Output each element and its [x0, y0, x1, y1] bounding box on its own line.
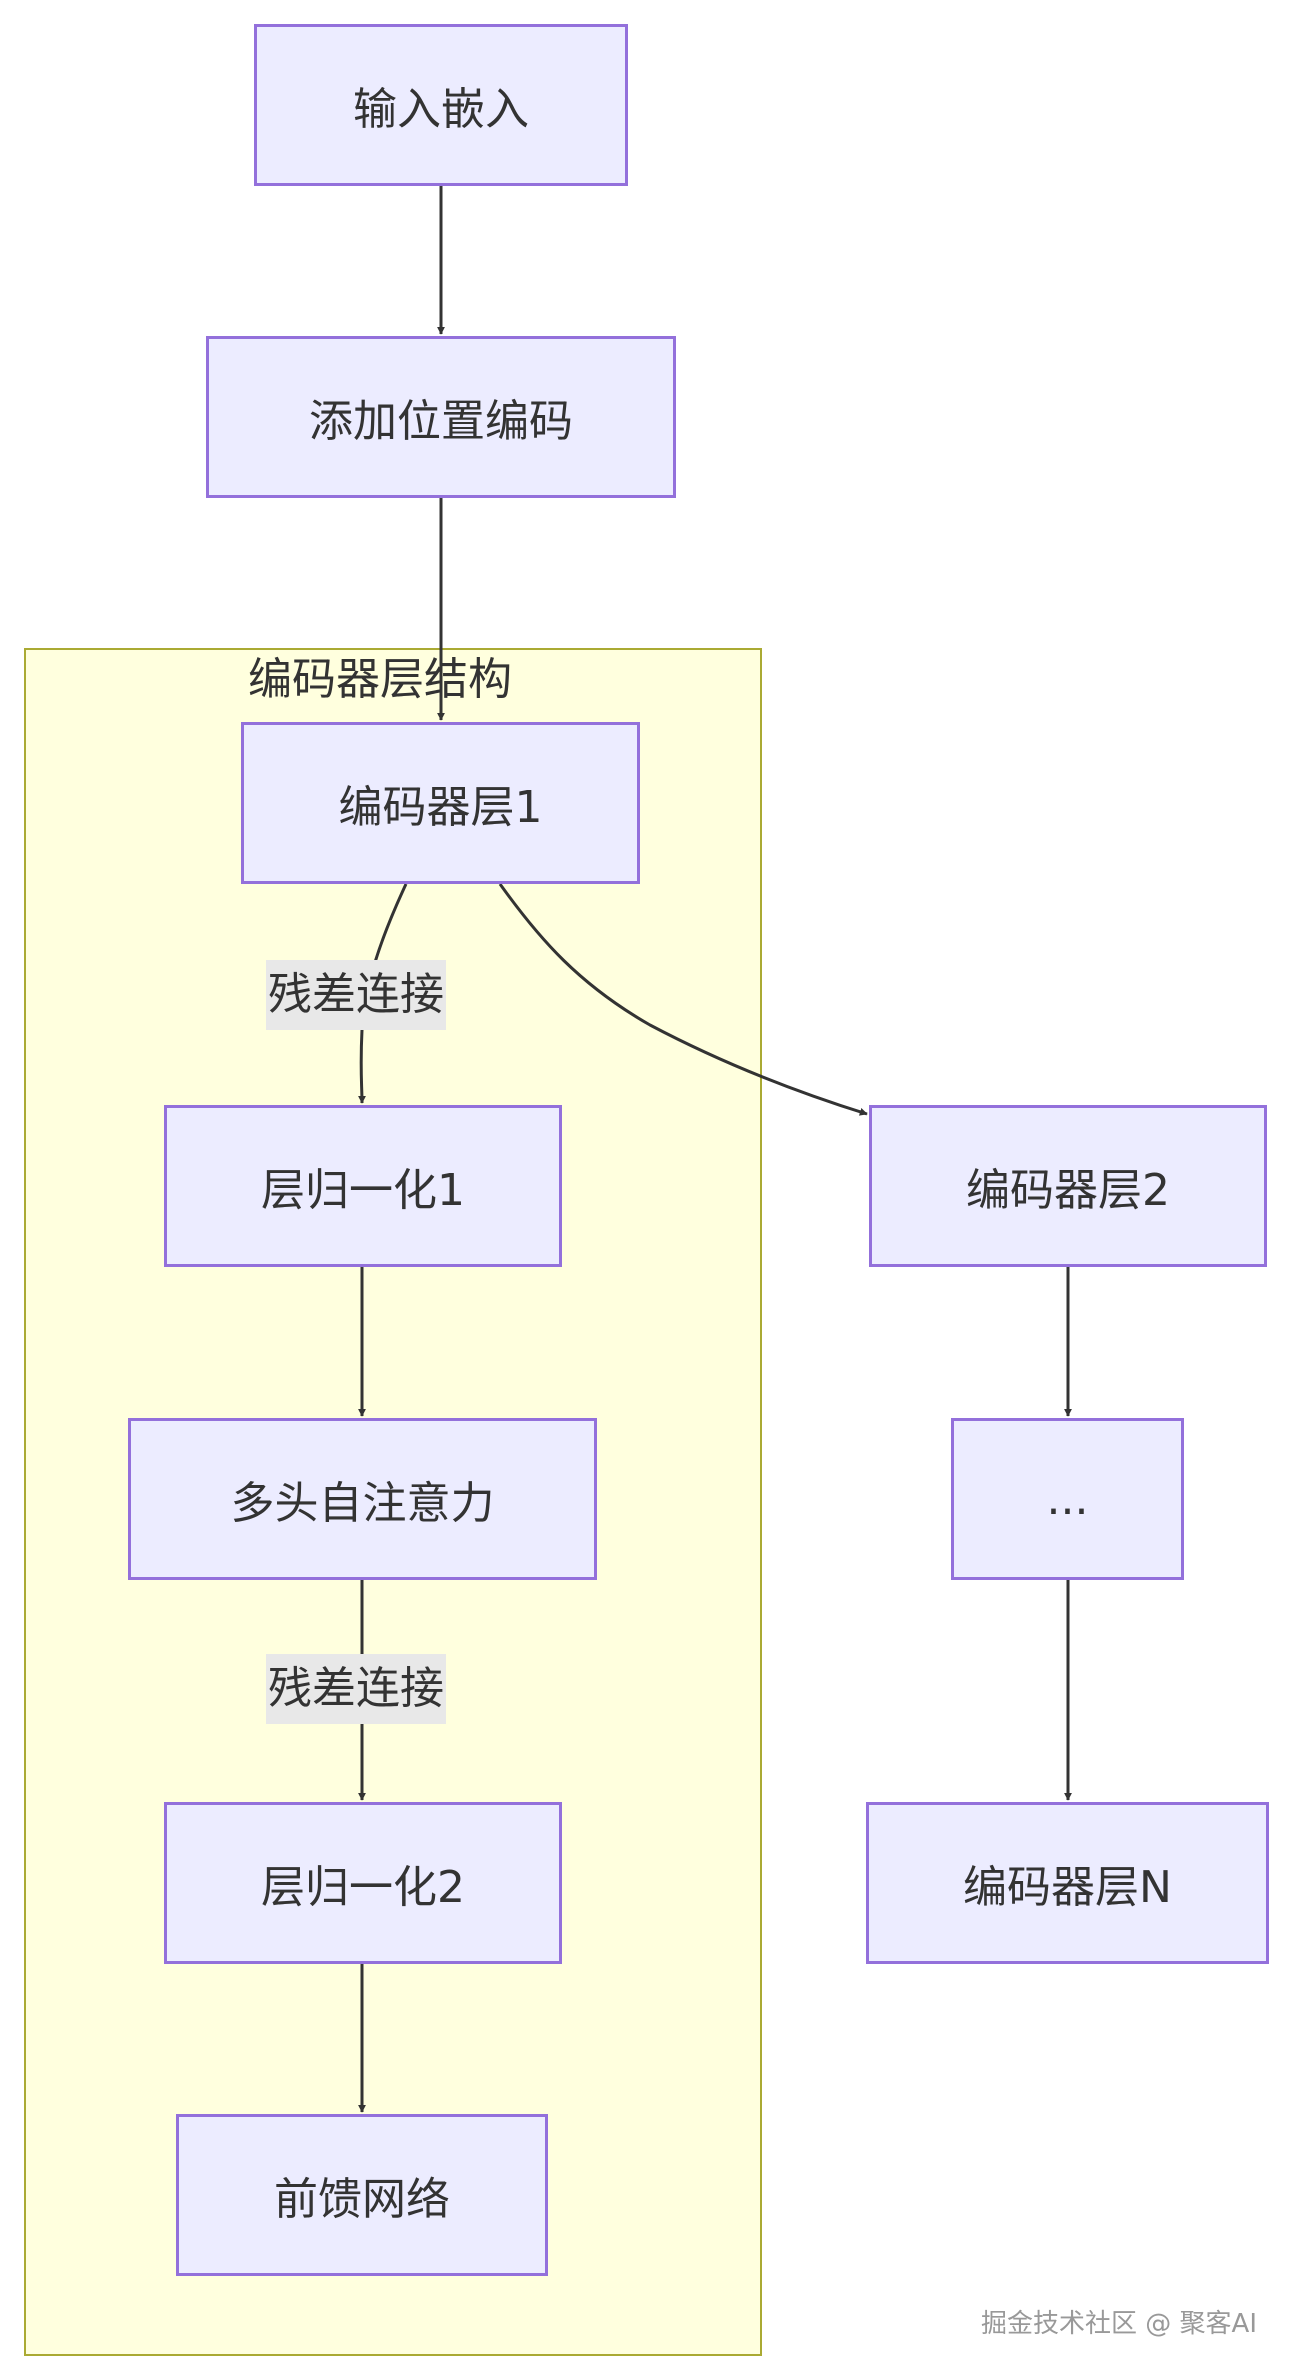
- node-encoder-layer-n: 编码器层N: [866, 1802, 1269, 1964]
- node-encoder-layer-1: 编码器层1: [241, 722, 640, 884]
- node-ellipsis: ...: [951, 1418, 1184, 1580]
- node-layer-norm-1: 层归一化1: [164, 1105, 562, 1267]
- cluster-title: 编码器层结构: [248, 654, 512, 705]
- node-encoder-layer-2: 编码器层2: [869, 1105, 1267, 1267]
- edge-label-residual-1: 残差连接: [266, 960, 446, 1030]
- node-feed-forward: 前馈网络: [176, 2114, 548, 2276]
- node-positional-encoding: 添加位置编码: [206, 336, 676, 498]
- node-multi-head-attention: 多头自注意力: [128, 1418, 597, 1580]
- node-input-embedding: 输入嵌入: [254, 24, 628, 186]
- watermark: 掘金技术社区 @ 聚客AI: [981, 2309, 1257, 2339]
- edge-label-residual-2: 残差连接: [266, 1654, 446, 1724]
- node-layer-norm-2: 层归一化2: [164, 1802, 562, 1964]
